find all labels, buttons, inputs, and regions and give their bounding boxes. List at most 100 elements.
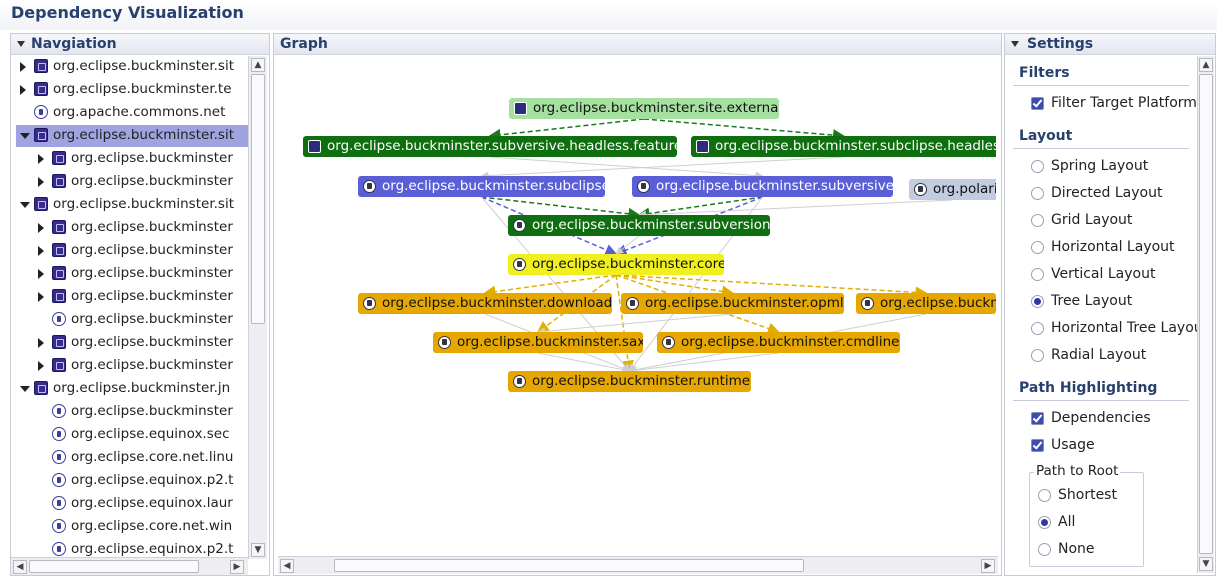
scroll-right-button[interactable]: ▶ [981,559,995,573]
tree-item[interactable]: org.eclipse.buckminster [16,148,249,170]
tree-item[interactable]: org.eclipse.buckminster.sit [16,56,249,78]
tree-item[interactable]: org.eclipse.buckminster.te [16,79,249,101]
tree-item[interactable]: org.eclipse.buckminster.jn [16,378,249,400]
checkbox-icon[interactable] [1031,412,1044,425]
graph-node-runtime[interactable]: org.eclipse.buckminster.runtime [508,371,751,392]
graph-horizontal-scrollbar[interactable]: ◀ ▶ [278,556,998,574]
path-highlighting-section: Path Highlighting [1013,377,1189,401]
settings-header[interactable]: Settings [1005,34,1215,55]
scroll-thumb-horizontal[interactable] [29,560,199,573]
tree-item[interactable]: org.eclipse.core.net.win [16,516,249,538]
plugin-icon [626,297,639,310]
navigation-vertical-scrollbar[interactable]: ▲ ▼ [248,56,267,559]
tree-item[interactable]: org.eclipse.buckminster [16,171,249,193]
tree-item[interactable]: org.eclipse.equinox.sec [16,424,249,446]
expand-arrow-icon[interactable] [38,292,44,302]
expand-arrow-icon[interactable] [38,223,44,233]
tree-item[interactable]: org.eclipse.equinox.p2.t [16,470,249,492]
scroll-down-button[interactable]: ▼ [251,543,265,557]
tree-item-label: org.eclipse.buckminster.te [53,81,232,97]
graph-node-subclipse[interactable]: org.eclipse.buckminster.subclipse [358,176,605,197]
tree-item[interactable]: org.eclipse.buckminster [16,401,249,423]
graph-canvas[interactable]: org.eclipse.buckminster.site.external org… [274,34,996,554]
expand-arrow-icon[interactable] [20,62,26,72]
tree-item[interactable]: org.eclipse.equinox.laur [16,493,249,515]
collapse-icon[interactable] [17,41,25,47]
expand-arrow-icon[interactable] [20,85,26,95]
radio-icon[interactable] [1038,516,1051,529]
graph-node-core[interactable]: org.eclipse.buckminster.core [508,254,724,275]
settings-vertical-scrollbar[interactable]: ▲ ▼ [1197,56,1214,573]
tree-item[interactable]: org.eclipse.equinox.p2.t [16,539,249,559]
graph-edge [615,274,780,335]
scroll-thumb[interactable] [1199,74,1213,554]
scroll-down-button[interactable]: ▼ [1199,557,1213,571]
navigation-tree[interactable]: org.eclipse.buckminster.sit org.eclipse.b… [16,56,249,559]
radio-icon[interactable] [1038,489,1051,502]
collapse-arrow-icon[interactable] [20,202,30,208]
tree-item[interactable]: org.eclipse.buckminster [16,309,249,331]
tree-item[interactable]: org.apache.commons.net [16,102,249,124]
tree-item-label: org.eclipse.buckminster.sit [53,196,234,212]
expand-arrow-icon[interactable] [38,246,44,256]
radio-icon[interactable] [1038,543,1051,556]
radio-icon[interactable] [1031,268,1044,281]
scroll-right-button[interactable]: ▶ [230,560,244,574]
navigation-header[interactable]: Navgiation [11,34,269,55]
section-divider [1013,85,1189,86]
plugin-icon [52,519,66,533]
tree-item[interactable]: org.eclipse.buckminster [16,240,249,262]
tree-item[interactable]: org.eclipse.buckminster [16,286,249,308]
section-divider [1013,148,1189,149]
graph-node-polarion[interactable]: org.polarion.team.svn [909,179,996,200]
settings-title: Settings [1027,36,1094,52]
graph-node-rmap[interactable]: org.eclipse.buckminster.rmap [856,293,996,314]
radio-icon[interactable] [1031,187,1044,200]
graph-node-download[interactable]: org.eclipse.buckminster.download [358,293,612,314]
collapse-icon[interactable] [1011,41,1019,47]
tree-item[interactable]: org.eclipse.core.net.linu [16,447,249,469]
scroll-up-button[interactable]: ▲ [1199,58,1213,72]
graph-node-sax[interactable]: org.eclipse.buckminster.sax [433,332,643,353]
feature-icon [52,243,66,257]
scroll-thumb[interactable] [251,74,265,324]
collapse-arrow-icon[interactable] [20,133,30,139]
tree-item[interactable]: org.eclipse.buckminster [16,355,249,377]
radio-icon[interactable] [1031,214,1044,227]
tree-item[interactable]: org.eclipse.buckminster [16,217,249,239]
graph-node-subversive[interactable]: org.eclipse.buckminster.subversive [632,176,893,197]
graph-edge [489,156,764,180]
tree-item[interactable]: org.eclipse.buckminster.sit [16,194,249,216]
graph-node-subversive-feature[interactable]: org.eclipse.buckminster.subversive.headl… [303,136,677,157]
graph-node-site-external[interactable]: org.eclipse.buckminster.site.external [509,98,779,119]
scroll-left-button[interactable]: ◀ [13,560,27,574]
graph-edge [615,274,734,298]
scroll-left-button[interactable]: ◀ [280,559,294,573]
tree-item[interactable]: org.eclipse.buckminster [16,332,249,354]
radio-icon[interactable] [1031,349,1044,362]
scroll-up-button[interactable]: ▲ [251,58,265,72]
radio-icon[interactable] [1031,322,1044,335]
graph-node-label: org.eclipse.buckminster.rmap [880,295,996,311]
tree-item[interactable]: org.eclipse.buckminster [16,263,249,285]
graph-node-cmdline[interactable]: org.eclipse.buckminster.cmdline [657,332,900,353]
checkbox-icon[interactable] [1031,439,1044,452]
navigation-horizontal-scrollbar[interactable]: ◀ ▶ [11,557,248,575]
checkbox-icon[interactable] [1031,97,1044,110]
expand-arrow-icon[interactable] [38,361,44,371]
radio-icon[interactable] [1031,295,1044,308]
radio-icon[interactable] [1031,160,1044,173]
radio-icon[interactable] [1031,241,1044,254]
graph-node-opml[interactable]: org.eclipse.buckminster.opml [621,293,844,314]
expand-arrow-icon[interactable] [38,154,44,164]
scroll-thumb-horizontal[interactable] [334,559,804,572]
expand-arrow-icon[interactable] [38,269,44,279]
graph-node-subversion[interactable]: org.eclipse.buckminster.subversion [508,215,770,236]
tree-item[interactable]: org.eclipse.buckminster.sit [16,125,249,147]
collapse-arrow-icon[interactable] [20,386,30,392]
expand-arrow-icon[interactable] [38,177,44,187]
expand-arrow-icon[interactable] [38,338,44,348]
graph-node-subclipse-headless[interactable]: org.eclipse.buckminster.subclipse.headle… [691,136,996,157]
tree-item-label: org.eclipse.buckminster [71,150,233,166]
